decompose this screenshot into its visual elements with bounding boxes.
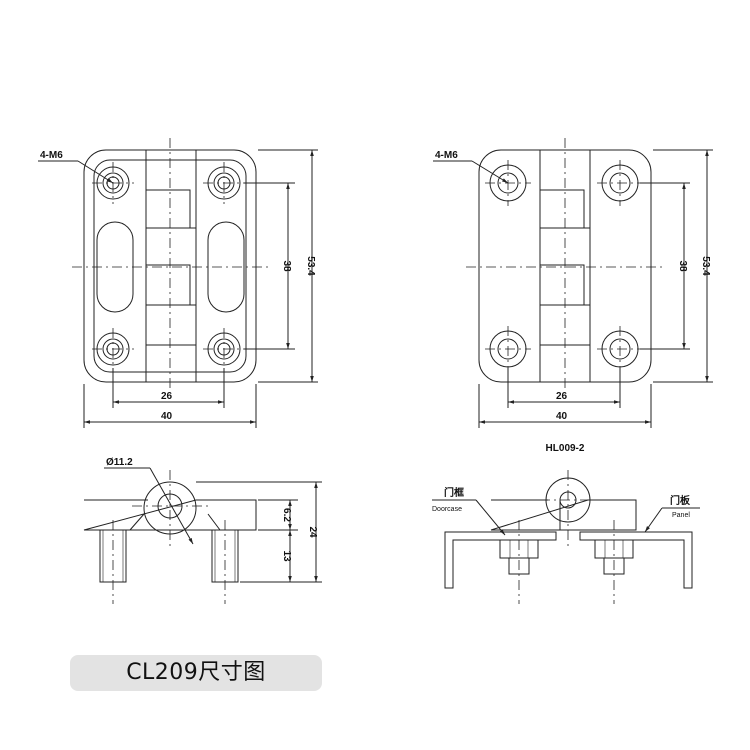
dim-inner-height-right: 38: [677, 260, 688, 272]
dim-hole-spacing-right: 26: [556, 391, 568, 402]
right-front-view: [433, 138, 713, 428]
thread-label-left: 4-M6: [40, 150, 63, 161]
diameter-label: Ø11.2: [106, 457, 133, 468]
model-number: HL009-2: [546, 443, 585, 454]
panel-label-en: Panel: [672, 512, 690, 519]
dim-stud-length: 13: [281, 550, 292, 562]
dim-height-right: 53.4: [700, 256, 711, 276]
dim-width-right: 40: [556, 411, 568, 422]
dim-total-height: 24: [307, 526, 318, 538]
doorcase-label-en: Doorcase: [432, 506, 462, 513]
caption-title: CL209尺寸图: [126, 660, 266, 685]
left-front-view: [38, 138, 318, 428]
doorcase-label-cn: 门框: [444, 486, 464, 499]
caption-box: CL209尺寸图: [70, 655, 322, 691]
dim-height-left: 53.4: [305, 256, 316, 276]
dim-top-thickness: 6.2: [281, 508, 292, 522]
left-side-view: [83, 467, 322, 604]
panel-label-cn: 门板: [670, 494, 691, 507]
dim-inner-height-left: 38: [281, 260, 292, 272]
side-plate: [83, 499, 257, 531]
doorcase-bracket: [444, 531, 557, 589]
thread-label-right: 4-M6: [435, 150, 458, 161]
knuckle-outer: [143, 481, 197, 535]
dim-width-left: 40: [161, 411, 173, 422]
right-side-view: [432, 470, 700, 604]
panel-bracket: [579, 531, 693, 589]
side-plate-2: [490, 499, 637, 531]
dim-hole-spacing-left: 26: [161, 391, 173, 402]
